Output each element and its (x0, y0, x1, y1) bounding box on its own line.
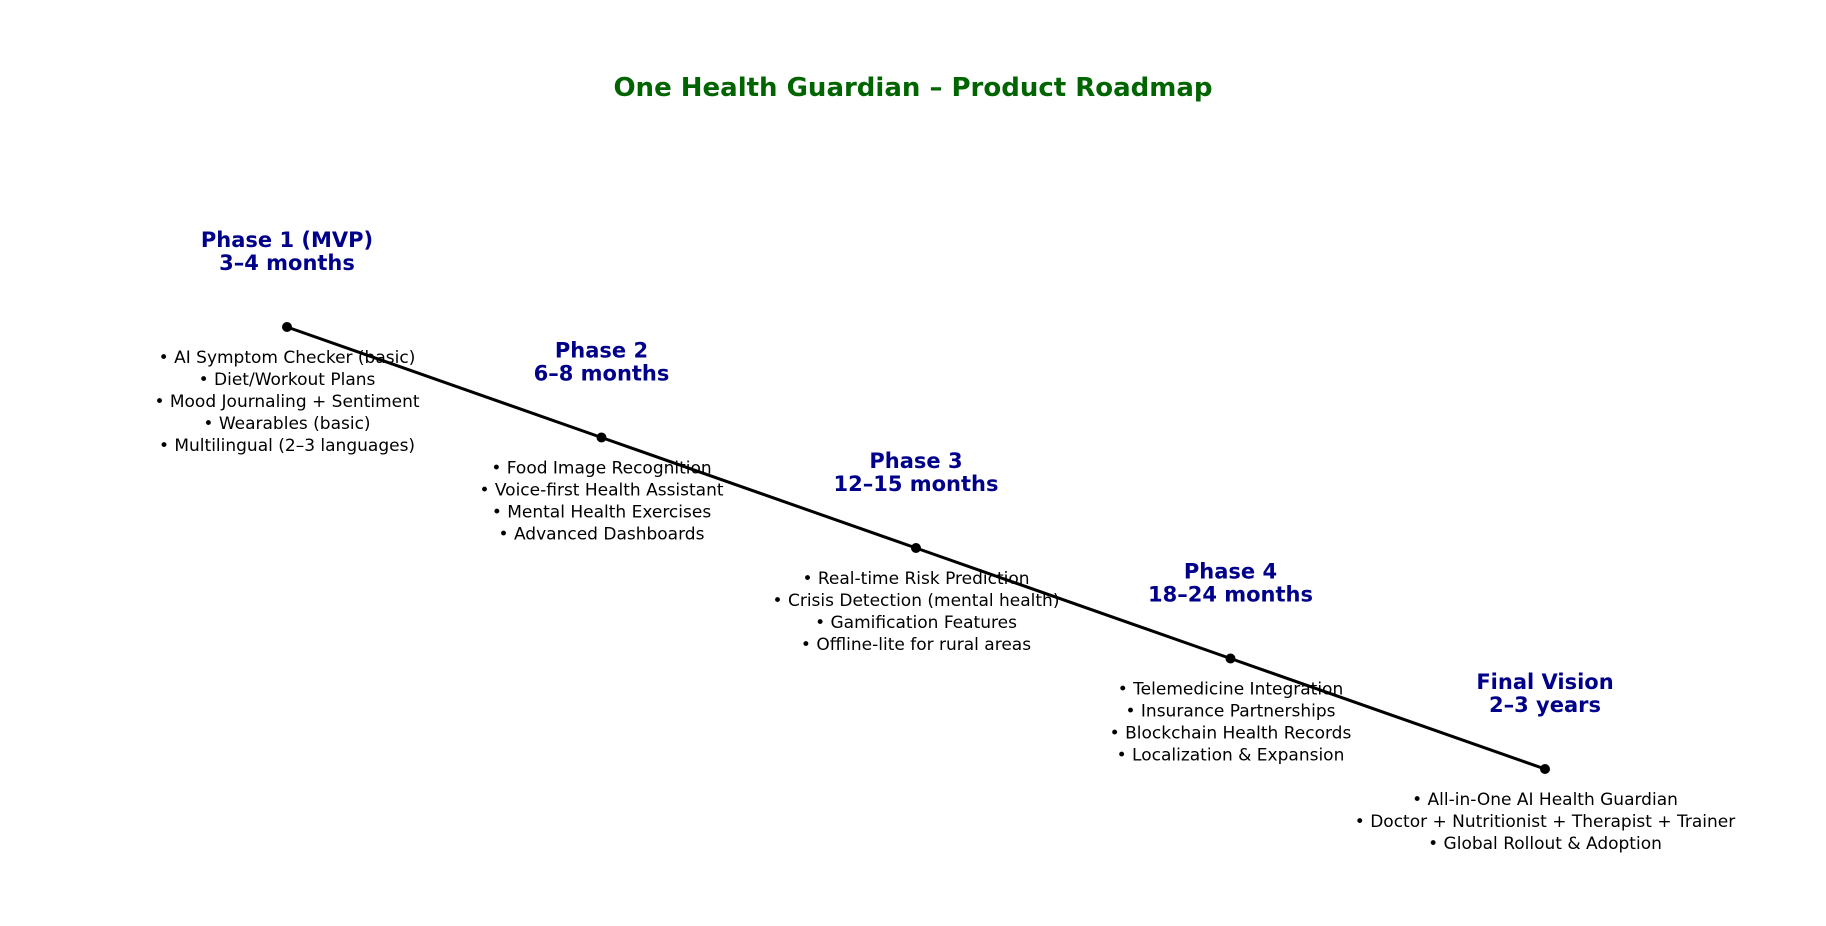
phase-feature: • Localization & Expansion (1117, 746, 1345, 766)
phase-feature: • Voice-first Health Assistant (479, 481, 723, 501)
phase-feature: • Food Image Recognition (491, 459, 711, 479)
phase-name: Final Vision (1476, 670, 1613, 694)
phase-marker (1225, 653, 1236, 664)
phase-layer: Phase 1 (MVP)3–4 months • AI Symptom Chec… (154, 228, 1735, 854)
phase-duration: 2–3 years (1489, 693, 1601, 717)
phase-name: Phase 2 (555, 339, 648, 363)
phase-feature: • Mood Journaling + Sentiment (154, 392, 419, 412)
phase-marker (282, 322, 292, 332)
phase-feature: • All-in-One AI Health Guardian (1412, 790, 1678, 810)
phase-4: Phase 418–24 months • Telemedicine Integr… (1110, 560, 1352, 766)
phase-1: Phase 1 (MVP)3–4 months • AI Symptom Chec… (154, 228, 419, 456)
phase-name: Phase 3 (869, 449, 962, 473)
phase-feature: • Advanced Dashboards (499, 525, 705, 545)
phase-duration: 6–8 months (534, 362, 670, 386)
phase-name: Phase 4 (1184, 560, 1277, 584)
phase-marker (911, 543, 921, 553)
phase-feature: • Insurance Partnerships (1125, 702, 1335, 722)
phase-duration: 3–4 months (219, 251, 355, 275)
phase-feature: • Diet/Workout Plans (199, 370, 376, 390)
roadmap-title: One Health Guardian – Product Roadmap (613, 73, 1212, 103)
phase-feature: • Crisis Detection (mental health) (773, 591, 1060, 611)
phase-feature: • Doctor + Nutritionist + Therapist + Tr… (1355, 812, 1735, 832)
phase-feature: • AI Symptom Checker (basic) (159, 348, 416, 368)
phase-duration: 18–24 months (1148, 583, 1313, 607)
phase-2: Phase 26–8 months • Food Image Recognitio… (479, 339, 723, 545)
phase-feature: • Gamification Features (815, 613, 1017, 633)
phase-marker (596, 432, 607, 443)
phase-3: Phase 312–15 months • Real-time Risk Pred… (773, 449, 1060, 655)
phase-feature: • Mental Health Exercises (492, 503, 712, 523)
phase-feature: • Telemedicine Integration (1118, 680, 1343, 700)
phase-feature: • Global Rollout & Adoption (1428, 834, 1662, 854)
phase-feature: • Offline-lite for rural areas (801, 635, 1031, 655)
phase-feature: • Blockchain Health Records (1110, 724, 1352, 744)
phase-feature: • Wearables (basic) (203, 414, 370, 434)
phase-marker (1540, 764, 1550, 774)
phase-feature: • Multilingual (2–3 languages) (159, 436, 415, 456)
phase-name: Phase 1 (MVP) (201, 228, 373, 252)
phase-feature: • Real-time Risk Prediction (802, 569, 1029, 589)
phase-duration: 12–15 months (833, 472, 998, 496)
